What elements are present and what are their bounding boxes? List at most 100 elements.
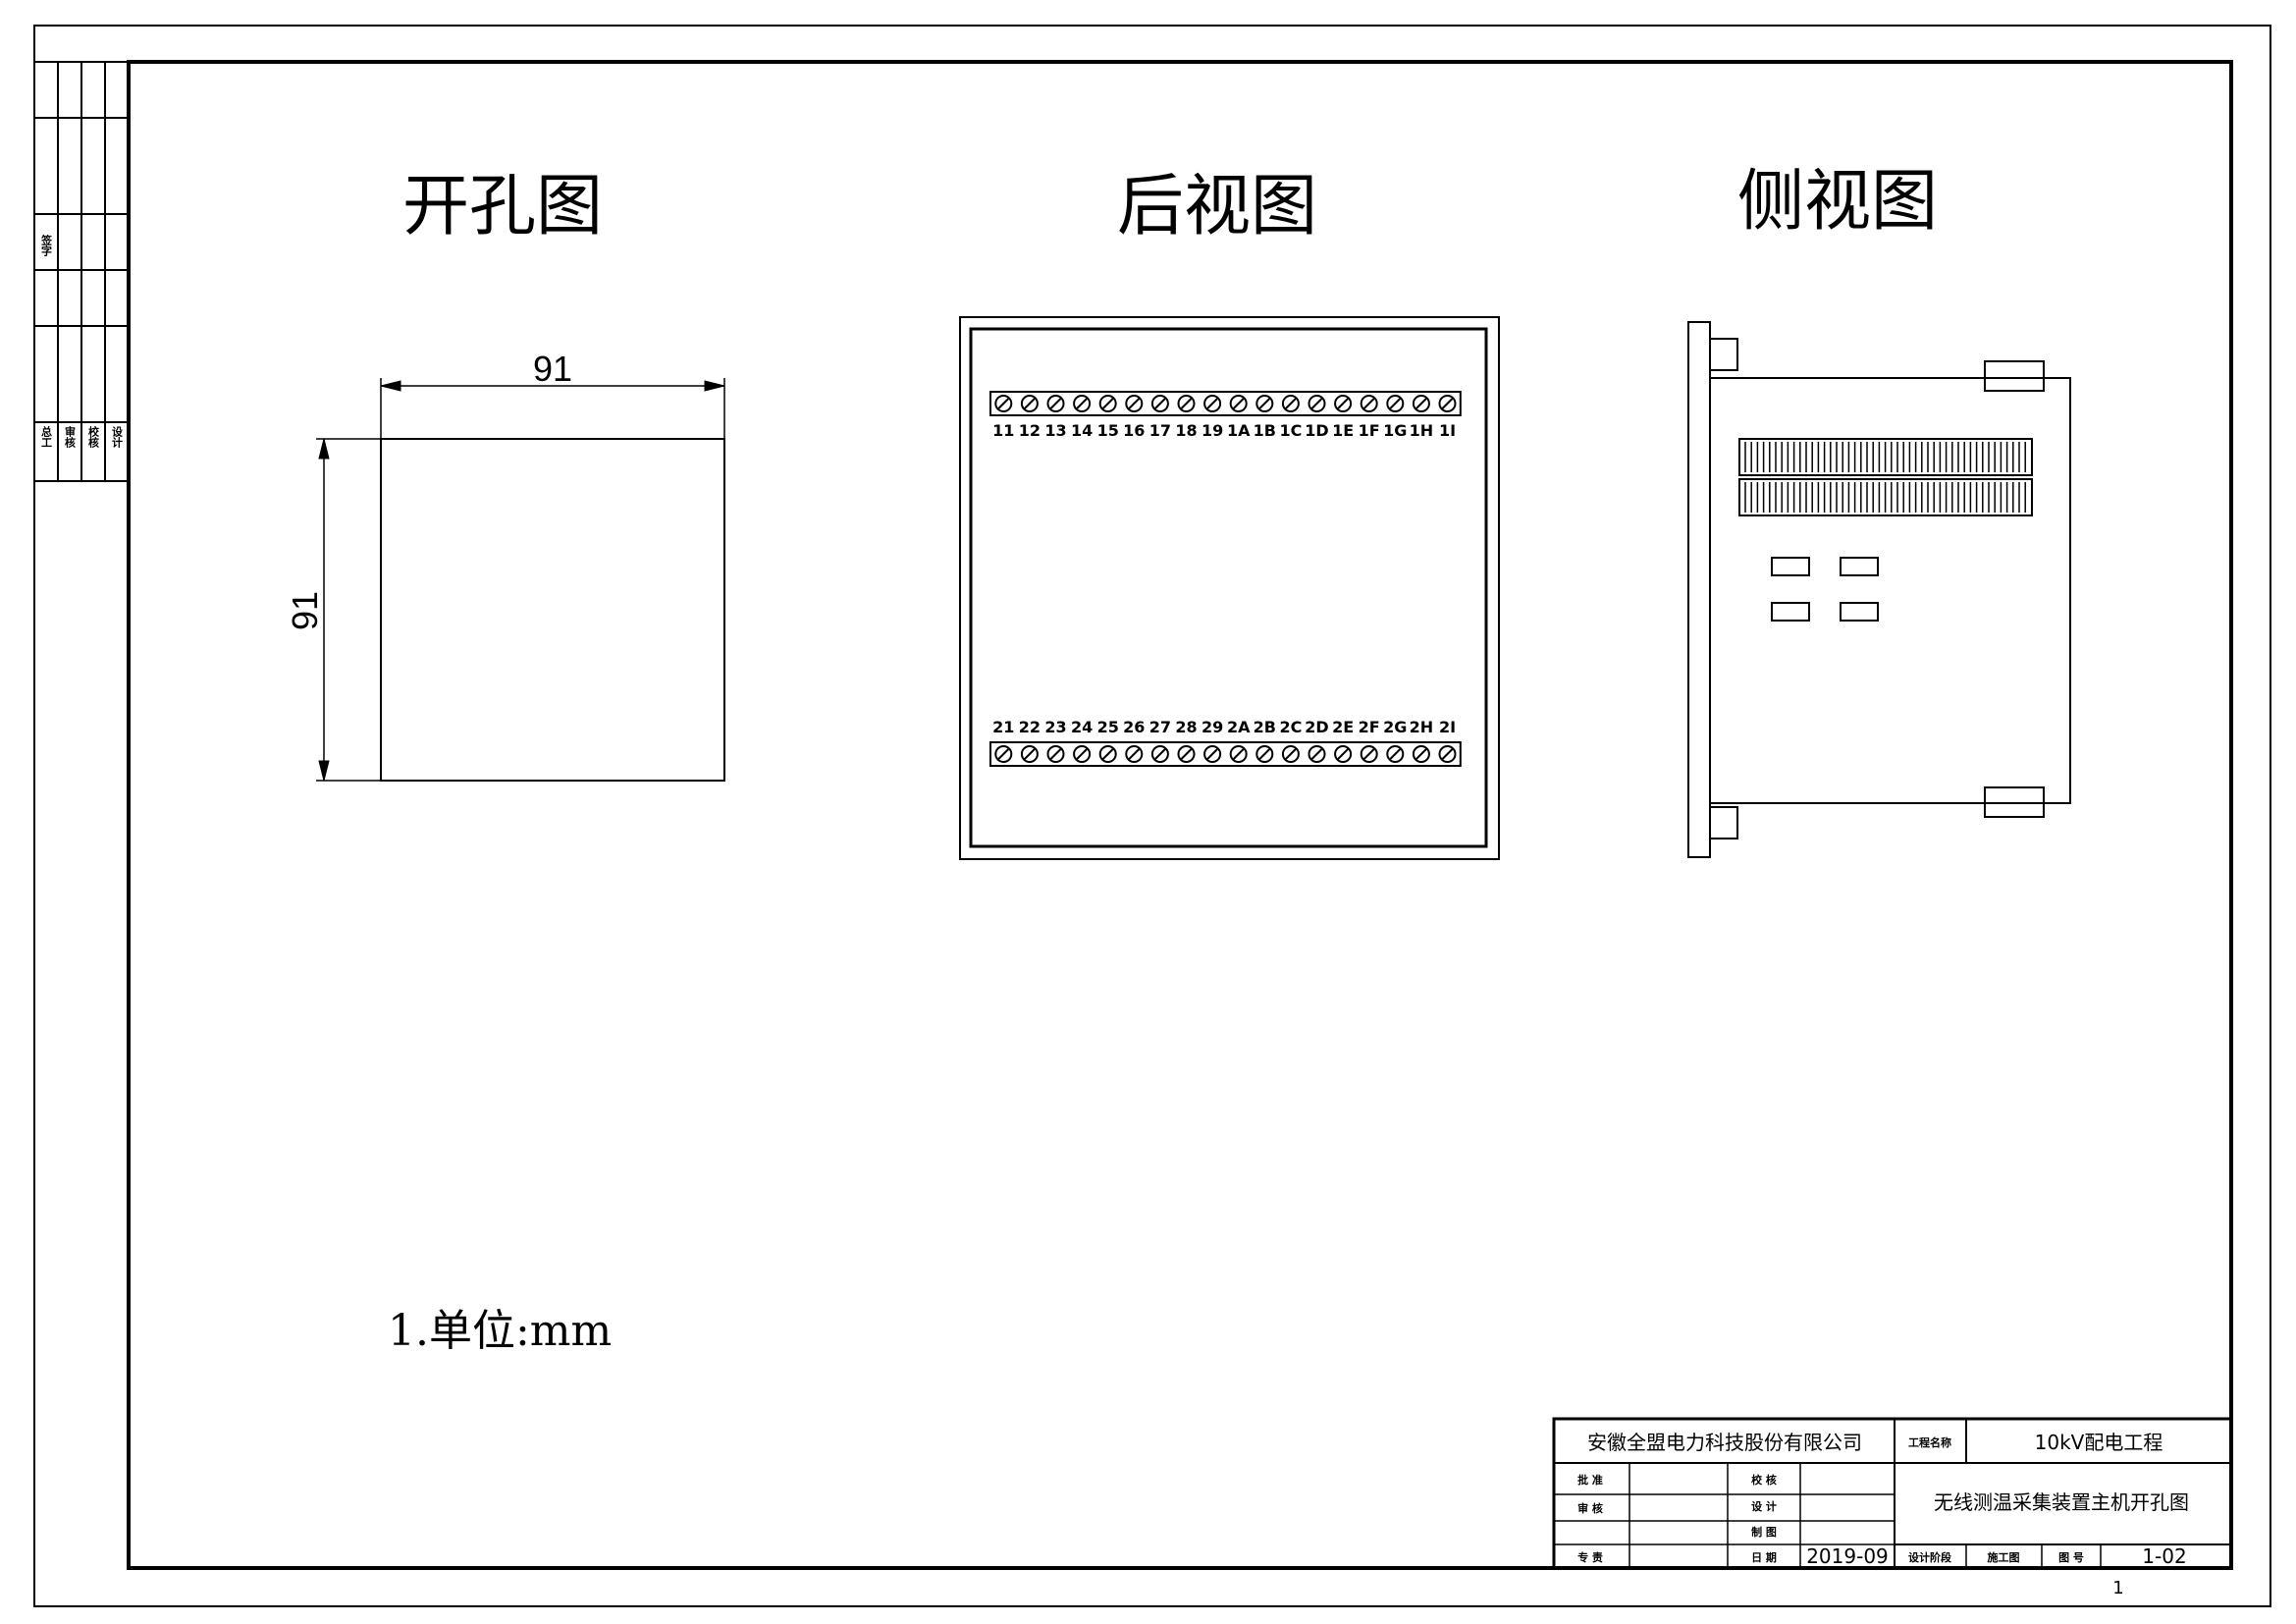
top-terminal-screw [1125,395,1144,412]
strip-label-4: 设计 [111,425,124,449]
top-terminal-label: 14 [1071,421,1093,440]
side-view [1687,321,2071,858]
bottom-terminal-label: 2A [1227,718,1251,736]
drawing-number: 1-02 [2142,1544,2186,1568]
bottom-terminal-label: 28 [1175,718,1197,736]
drawing-name: 无线测温采集装置主机开孔图 [1934,1490,2189,1514]
bottom-terminal-label: 25 [1097,718,1119,736]
bottom-terminal-screw [1281,745,1300,763]
top-terminal-label: 11 [992,421,1014,440]
bottom-terminal-screw [1229,745,1248,763]
bottom-terminal-label: 22 [1019,718,1041,736]
page-number: 1 [2112,1578,2123,1598]
bottom-terminal-slot [1180,748,1193,760]
top-terminal-frame [989,391,1462,416]
bottom-terminal-label: 2H [1410,718,1434,736]
side-body [1709,377,2071,804]
bottom-terminal-slot [1389,748,1402,760]
bottom-terminal-screw [1438,745,1457,763]
bottom-terminal-screw [1334,745,1353,763]
top-terminal-screw [1412,395,1430,412]
strip-label-1: 总工 [40,425,53,448]
binding-strip [34,61,129,482]
top-terminal-screw [1203,395,1222,412]
top-terminal-screw [1255,395,1274,412]
top-terminal-slot [1337,398,1349,409]
top-terminal-slot [1362,398,1375,409]
top-terminal-screw [1360,395,1378,412]
top-terminal-slot [997,398,1010,409]
bottom-terminal-screw [1098,745,1117,763]
top-terminal-label: 1E [1332,421,1354,440]
title-block [1552,1417,2233,1570]
bottom-terminal-screw [1125,745,1144,763]
cutout-view-title: 开孔图 [402,168,603,245]
bottom-terminal-slot [1258,748,1271,760]
project-label: 工程名称 [1908,1435,1951,1449]
top-terminal-label: 1A [1227,421,1251,440]
sign-row-4-mid: 日 期 [1751,1550,1777,1564]
bottom-terminal-slot [1024,748,1036,760]
side-slot-4 [1840,602,1879,622]
cutout-view [316,378,725,782]
bottom-terminal-slot [1154,748,1166,760]
top-terminal-slot [1076,398,1088,409]
top-terminal-screw [994,395,1013,412]
phase-value: 施工图 [1988,1550,2020,1564]
top-terminal-screw [1020,395,1039,412]
outer-border [33,25,2271,1607]
bottom-terminal-slot [997,748,1010,760]
vent-grille-top [1738,438,2033,476]
top-clip-rear [1984,360,2045,392]
strip-bottom-labels: 总工 审核 校核 设计 [40,425,124,449]
top-terminal-label: 1F [1359,421,1380,440]
top-terminal-screw [1150,395,1169,412]
top-terminal-slot [1258,398,1271,409]
top-terminal-slot [1049,398,1062,409]
cutout-rect [380,438,725,782]
sign-row-2-left: 审 核 [1577,1501,1603,1515]
top-terminal-label: 16 [1123,421,1145,440]
bottom-terminal-label: 2I [1439,718,1456,736]
bottom-terminal-screw [1308,745,1326,763]
side-slot-2 [1840,557,1879,576]
top-terminal-screw [1281,395,1300,412]
top-terminal-screw [1098,395,1117,412]
rear-inner-frame [969,327,1488,848]
bottom-terminal-label: 2D [1305,718,1328,736]
top-terminal-slot [1206,398,1218,409]
top-terminal-slot [1101,398,1114,409]
bottom-terminal-label: 26 [1123,718,1145,736]
bottom-terminal-screw [1150,745,1169,763]
bottom-terminal-screw [994,745,1013,763]
side-slot-1 [1771,557,1810,576]
top-terminal-slot [1232,398,1245,409]
top-terminal-label: 15 [1097,421,1119,440]
bottom-terminal-slot [1415,748,1427,760]
bottom-terminal-screw [1177,745,1196,763]
vent-slots [1744,442,2026,513]
bottom-terminal-screw [1412,745,1430,763]
bottom-terminal-label: 23 [1044,718,1066,736]
top-terminal-label: 18 [1175,421,1197,440]
inner-border [127,60,2233,1570]
top-terminal-slot [1128,398,1141,409]
project-name: 10kV配电工程 [2035,1431,2163,1454]
height-dim-label: 91 [285,591,325,630]
strip-label-2: 审核 [64,425,77,449]
bottom-terminal-label: 2F [1359,718,1380,736]
top-terminal-slot [1415,398,1427,409]
bottom-terminal-label: 21 [992,718,1014,736]
unit-note: 1.单位:mm [388,1306,612,1356]
bottom-terminal-slot [1049,748,1062,760]
bottom-terminal-screw [1255,745,1274,763]
side-front-bezel [1687,321,1711,858]
top-terminal-label: 1C [1279,421,1302,440]
top-terminal-screw [1073,395,1092,412]
bottom-terminal-screw [1203,745,1222,763]
top-terminal-screw [1177,395,1196,412]
bottom-terminal-screw [1020,745,1039,763]
top-terminal-slot [1441,398,1454,409]
